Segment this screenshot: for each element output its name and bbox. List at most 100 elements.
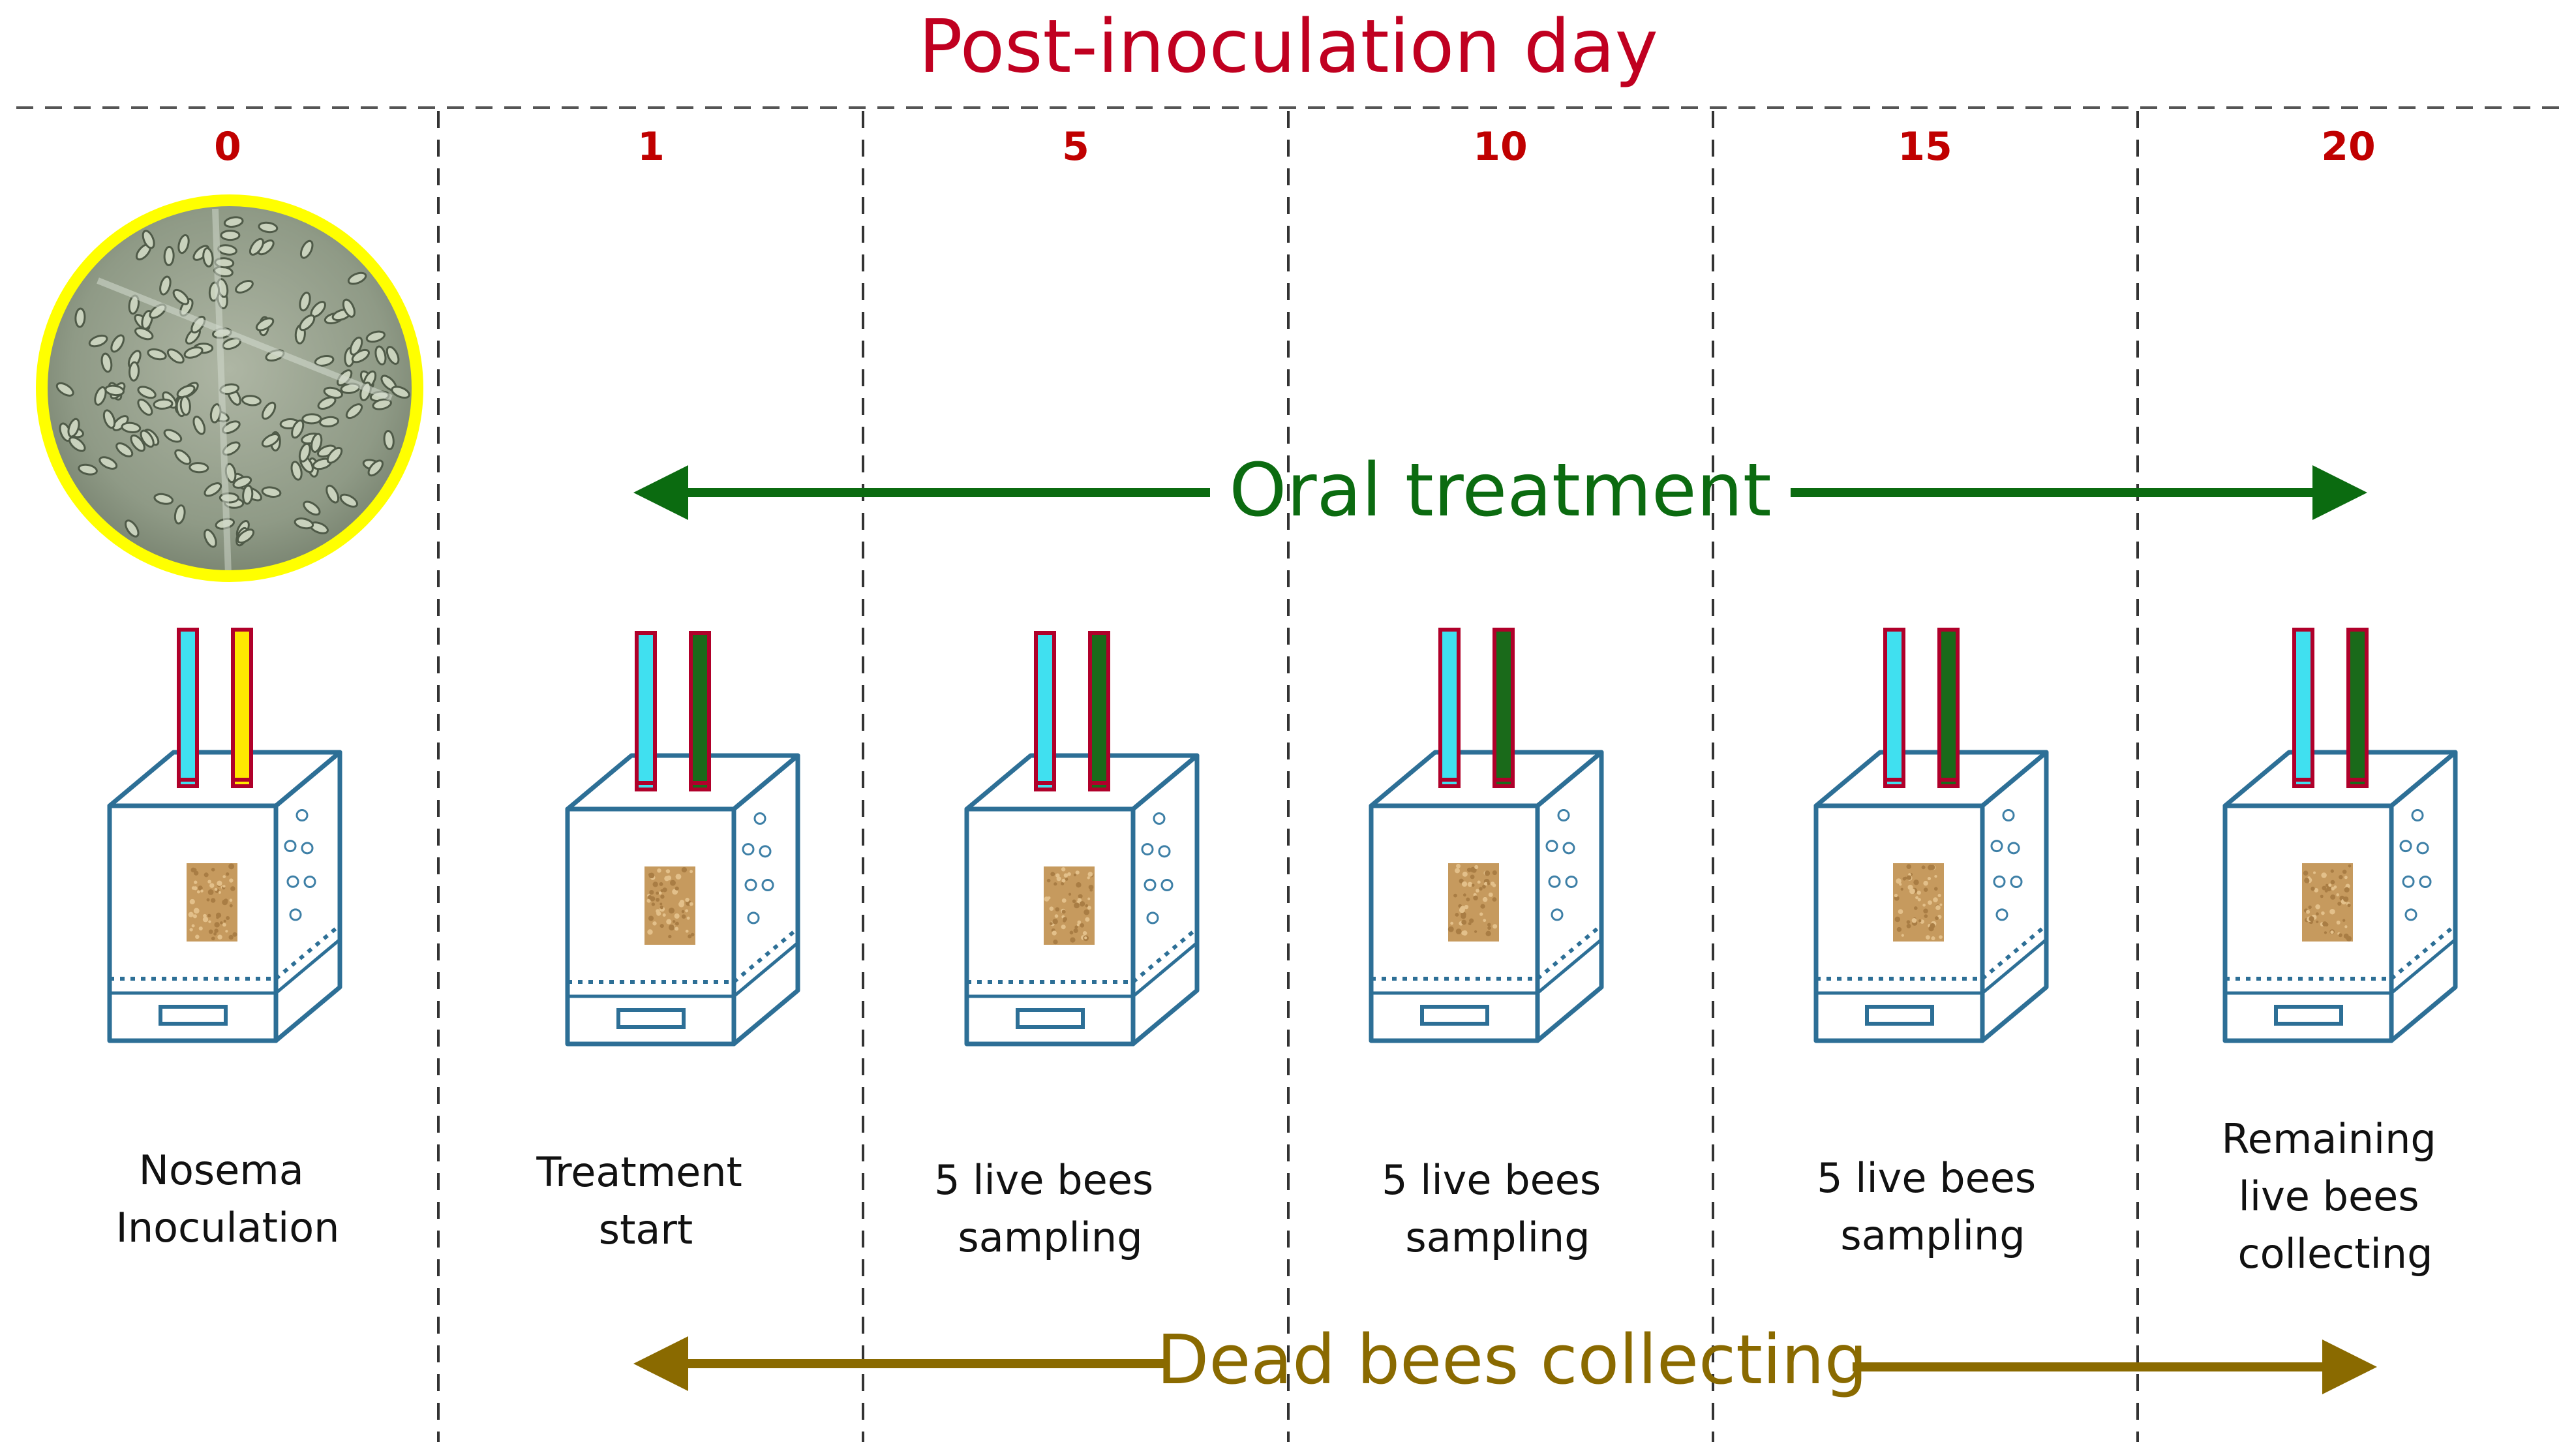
candy-texture: [2344, 876, 2348, 879]
candy-texture: [1476, 889, 1479, 893]
spore: [164, 247, 174, 265]
candy-texture: [2339, 933, 2342, 937]
second-tube-upper: [1494, 630, 1513, 780]
candy-texture: [653, 881, 658, 887]
candy-texture: [652, 902, 655, 906]
candy-texture: [1088, 872, 1093, 877]
candy-texture: [1485, 870, 1490, 876]
candy-texture: [1934, 887, 1938, 891]
drawer-slot: [2276, 1007, 2341, 1024]
candy-texture: [190, 899, 195, 904]
candy-texture: [1047, 879, 1051, 883]
candy-texture: [1462, 930, 1468, 936]
vent-hole: [2417, 843, 2428, 853]
candy-texture: [2322, 921, 2327, 927]
candy-texture: [1928, 900, 1932, 905]
candy-texture: [220, 921, 223, 925]
candy-texture: [1460, 906, 1465, 911]
candy-texture: [1473, 896, 1478, 901]
vent-hole: [290, 910, 301, 920]
candy-texture: [1907, 920, 1911, 924]
candy-texture: [199, 927, 203, 930]
spore: [75, 309, 85, 328]
candy-texture: [660, 906, 663, 909]
candy-texture: [1467, 868, 1472, 872]
candy-texture: [1048, 896, 1051, 900]
mesh-line-side: [2391, 925, 2455, 979]
candy-texture: [1461, 920, 1466, 925]
vent-hole: [1145, 880, 1155, 890]
candy-texture: [674, 913, 680, 919]
candy-texture: [1084, 936, 1087, 939]
candy-texture: [1085, 904, 1088, 908]
candy-texture: [676, 874, 682, 880]
candy-texture: [2324, 931, 2327, 934]
candy-texture: [663, 913, 666, 917]
candy-texture: [203, 914, 207, 918]
candy-texture: [686, 930, 689, 933]
candy-texture: [1462, 874, 1465, 876]
candy-texture: [1052, 930, 1057, 935]
candy-texture: [675, 887, 679, 891]
caption-line: Treatment: [536, 1148, 742, 1196]
candy-texture: [2309, 906, 2312, 909]
cage: [110, 630, 340, 1041]
candy-texture: [670, 880, 676, 886]
water-tube-upper: [179, 630, 197, 780]
vent-hole: [1147, 913, 1158, 923]
candy-texture: [1050, 922, 1053, 925]
candy-texture: [224, 898, 228, 903]
floor-line-side: [1538, 940, 1601, 993]
drawer-slot: [618, 1010, 684, 1027]
candy-texture: [208, 889, 214, 895]
candy-texture: [682, 914, 686, 919]
candy-texture: [1493, 897, 1497, 902]
candy-texture: [1897, 927, 1902, 932]
candy-texture: [1077, 923, 1080, 926]
vent-hole: [1558, 810, 1569, 821]
candy-texture: [685, 898, 689, 902]
candy-texture: [1053, 940, 1057, 944]
candy-texture: [1918, 919, 1921, 922]
candy-texture: [1062, 879, 1066, 883]
candy-block: [1448, 863, 1499, 942]
candy-texture: [1076, 882, 1081, 887]
second-tube-upper: [691, 633, 709, 783]
candy-texture: [675, 922, 679, 926]
candy-texture: [2309, 916, 2314, 921]
candy-texture: [1461, 913, 1466, 919]
drawer-slot: [160, 1007, 226, 1024]
candy-texture: [207, 898, 210, 902]
caption-sampling-day15: 5 live bees sampling: [1817, 1154, 2049, 1259]
spore: [129, 362, 139, 381]
candy-texture: [656, 892, 659, 895]
spore: [243, 485, 253, 504]
vent-hole: [297, 810, 307, 821]
vent-hole: [1154, 814, 1164, 824]
candy-texture: [1456, 864, 1461, 868]
candy-texture: [660, 895, 664, 898]
candy-texture: [662, 887, 667, 892]
caption-line: collecting: [2238, 1230, 2433, 1278]
spore: [221, 231, 239, 240]
water-tube-upper: [1440, 630, 1459, 780]
candy-texture: [1074, 928, 1078, 933]
candy-texture: [1939, 904, 1942, 906]
vent-hole: [2003, 810, 2014, 821]
candy-texture: [1455, 868, 1460, 873]
candy-texture: [209, 883, 214, 887]
spore: [180, 396, 190, 415]
candy-texture: [1489, 893, 1493, 897]
candy-texture: [1450, 922, 1453, 925]
candy-texture: [2311, 887, 2314, 891]
candy-texture: [1923, 909, 1928, 913]
drawer-slot: [1867, 1007, 1932, 1024]
candy-texture: [2304, 878, 2309, 883]
candy-texture: [674, 927, 678, 931]
mesh-line-side: [734, 928, 798, 982]
diagram-title: Post-inoculation day: [918, 5, 1658, 89]
vent-hole: [2403, 876, 2414, 887]
candy-texture: [1466, 898, 1470, 902]
vent-hole: [743, 844, 753, 855]
